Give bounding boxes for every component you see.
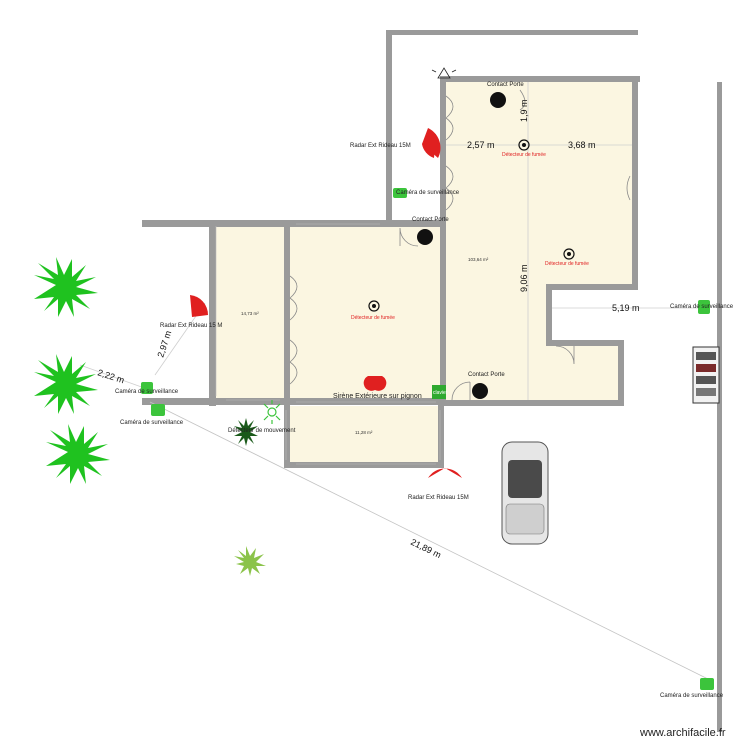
palm-tree-icon — [34, 257, 110, 484]
plant-icon — [234, 418, 266, 576]
electrical-panel-icon — [692, 346, 720, 404]
area-label: 14,73 m² — [241, 311, 259, 316]
radar-icon — [428, 468, 462, 478]
area-label: 11,28 m² — [355, 430, 373, 435]
contact-porte-label: Contact Porte — [468, 372, 505, 378]
contact-porte-label: Contact Porte — [412, 217, 449, 223]
smoke-detector-icon — [518, 139, 530, 151]
siren-icon — [363, 376, 387, 391]
smoke-label: Détecteur de fumée — [351, 315, 395, 321]
smoke-label: Détecteur de fumée — [502, 152, 546, 158]
measurement-label: 1,9 m — [519, 99, 529, 122]
measurement-label: 2,57 m — [467, 140, 495, 150]
measurement-label: 9,06 m — [519, 264, 529, 292]
measurement-label: 5,19 m — [612, 303, 640, 313]
camera-label: Caméra de surveillance — [115, 389, 179, 395]
main-room-floor-lower — [446, 290, 552, 400]
walls — [142, 30, 722, 732]
camera-label: Caméra de surveillance — [660, 693, 724, 699]
door-contact-icon — [417, 229, 433, 245]
radar-icon — [190, 295, 209, 317]
left-room-floor — [216, 226, 284, 402]
keypad-icon — [432, 385, 446, 399]
light-icon — [431, 67, 457, 79]
radar-label: Radar Ext Rideau 15M — [408, 495, 469, 501]
siren-label: Sirène Extérieure sur pignon — [333, 393, 422, 400]
main-room-floor — [446, 82, 632, 290]
keypad-label: clavier — [433, 390, 448, 396]
center-room-floor — [290, 226, 440, 404]
bottom-room-floor — [290, 406, 438, 464]
measurement-label: 2,97 m — [155, 329, 173, 358]
main-room-annex-floor — [552, 346, 618, 400]
camera-label: Caméra de surveillance — [396, 190, 460, 196]
radar-label: Radar Ext Rideau 15 M — [160, 323, 222, 329]
area-label: 103,64 m² — [468, 257, 489, 262]
contact-porte-label: Contact Porte — [487, 82, 524, 88]
windows — [289, 89, 631, 401]
smoke-detector-icon — [563, 248, 575, 260]
car-icon — [501, 441, 549, 545]
motion-label: Détecteur de mouvement — [228, 428, 296, 434]
door-contact-icon — [472, 383, 488, 399]
radar-label: Radar Ext Rideau 15M — [350, 143, 411, 149]
radar-icon — [422, 128, 441, 158]
measurement-label: 21,89 m — [409, 537, 443, 560]
smoke-label: Détecteur de fumée — [545, 261, 589, 267]
motion-detector-icon — [263, 400, 281, 424]
watermark: www.archifacile.fr — [639, 727, 726, 739]
measurement-label: 2,22 m — [96, 367, 125, 385]
door-contact-icon — [490, 92, 506, 108]
smoke-detector-icon — [368, 300, 380, 312]
camera-icon — [141, 188, 714, 690]
camera-label: Caméra de surveillance — [120, 420, 184, 426]
camera-label: Caméra de surveillance — [670, 304, 734, 310]
measurement-label: 3,68 m — [568, 140, 596, 150]
